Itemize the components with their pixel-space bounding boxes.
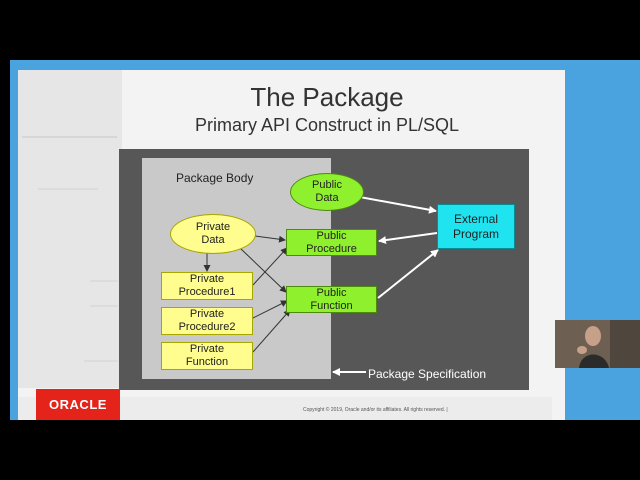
arrow-external-to-public-procedure [378,232,438,245]
private-function-node: Private Function [161,342,253,370]
public-data-node: Public Data [290,173,364,211]
arrow-private-function-to-public-function [252,309,291,353]
slide-title: The Package [250,82,404,112]
slide-footer [18,397,552,420]
private-procedure1-node: Private Procedure1 [161,272,253,300]
private-procedure2-node: Private Procedure2 [161,307,253,335]
copyright-text: Copyright © 2019, Oracle and/or its affi… [303,407,448,413]
arrow-procedure2-to-public-function [252,300,288,319]
package-specification-label: Package Specification [368,367,487,381]
arrow-public-function-to-external [377,249,439,299]
arrow-private-data-to-public-procedure [254,235,286,243]
external-program-node: External Program [437,204,515,249]
presenter-video-icon [555,320,640,368]
oracle-logo: ORACLE [36,389,120,420]
slide-subtitle: Primary API Construct in PL/SQL [194,115,460,135]
arrow-procedure1-to-public-procedure [252,247,288,286]
faded-background-slide [18,70,122,388]
arrow-private-data-to-public-function [239,247,287,293]
private-data-node: Private Data [170,214,256,254]
public-procedure-node: Public Procedure [286,229,377,256]
public-function-node: Public Function [286,286,377,313]
webcam-overlay [555,320,640,368]
package-body-label: Package Body [176,171,254,185]
